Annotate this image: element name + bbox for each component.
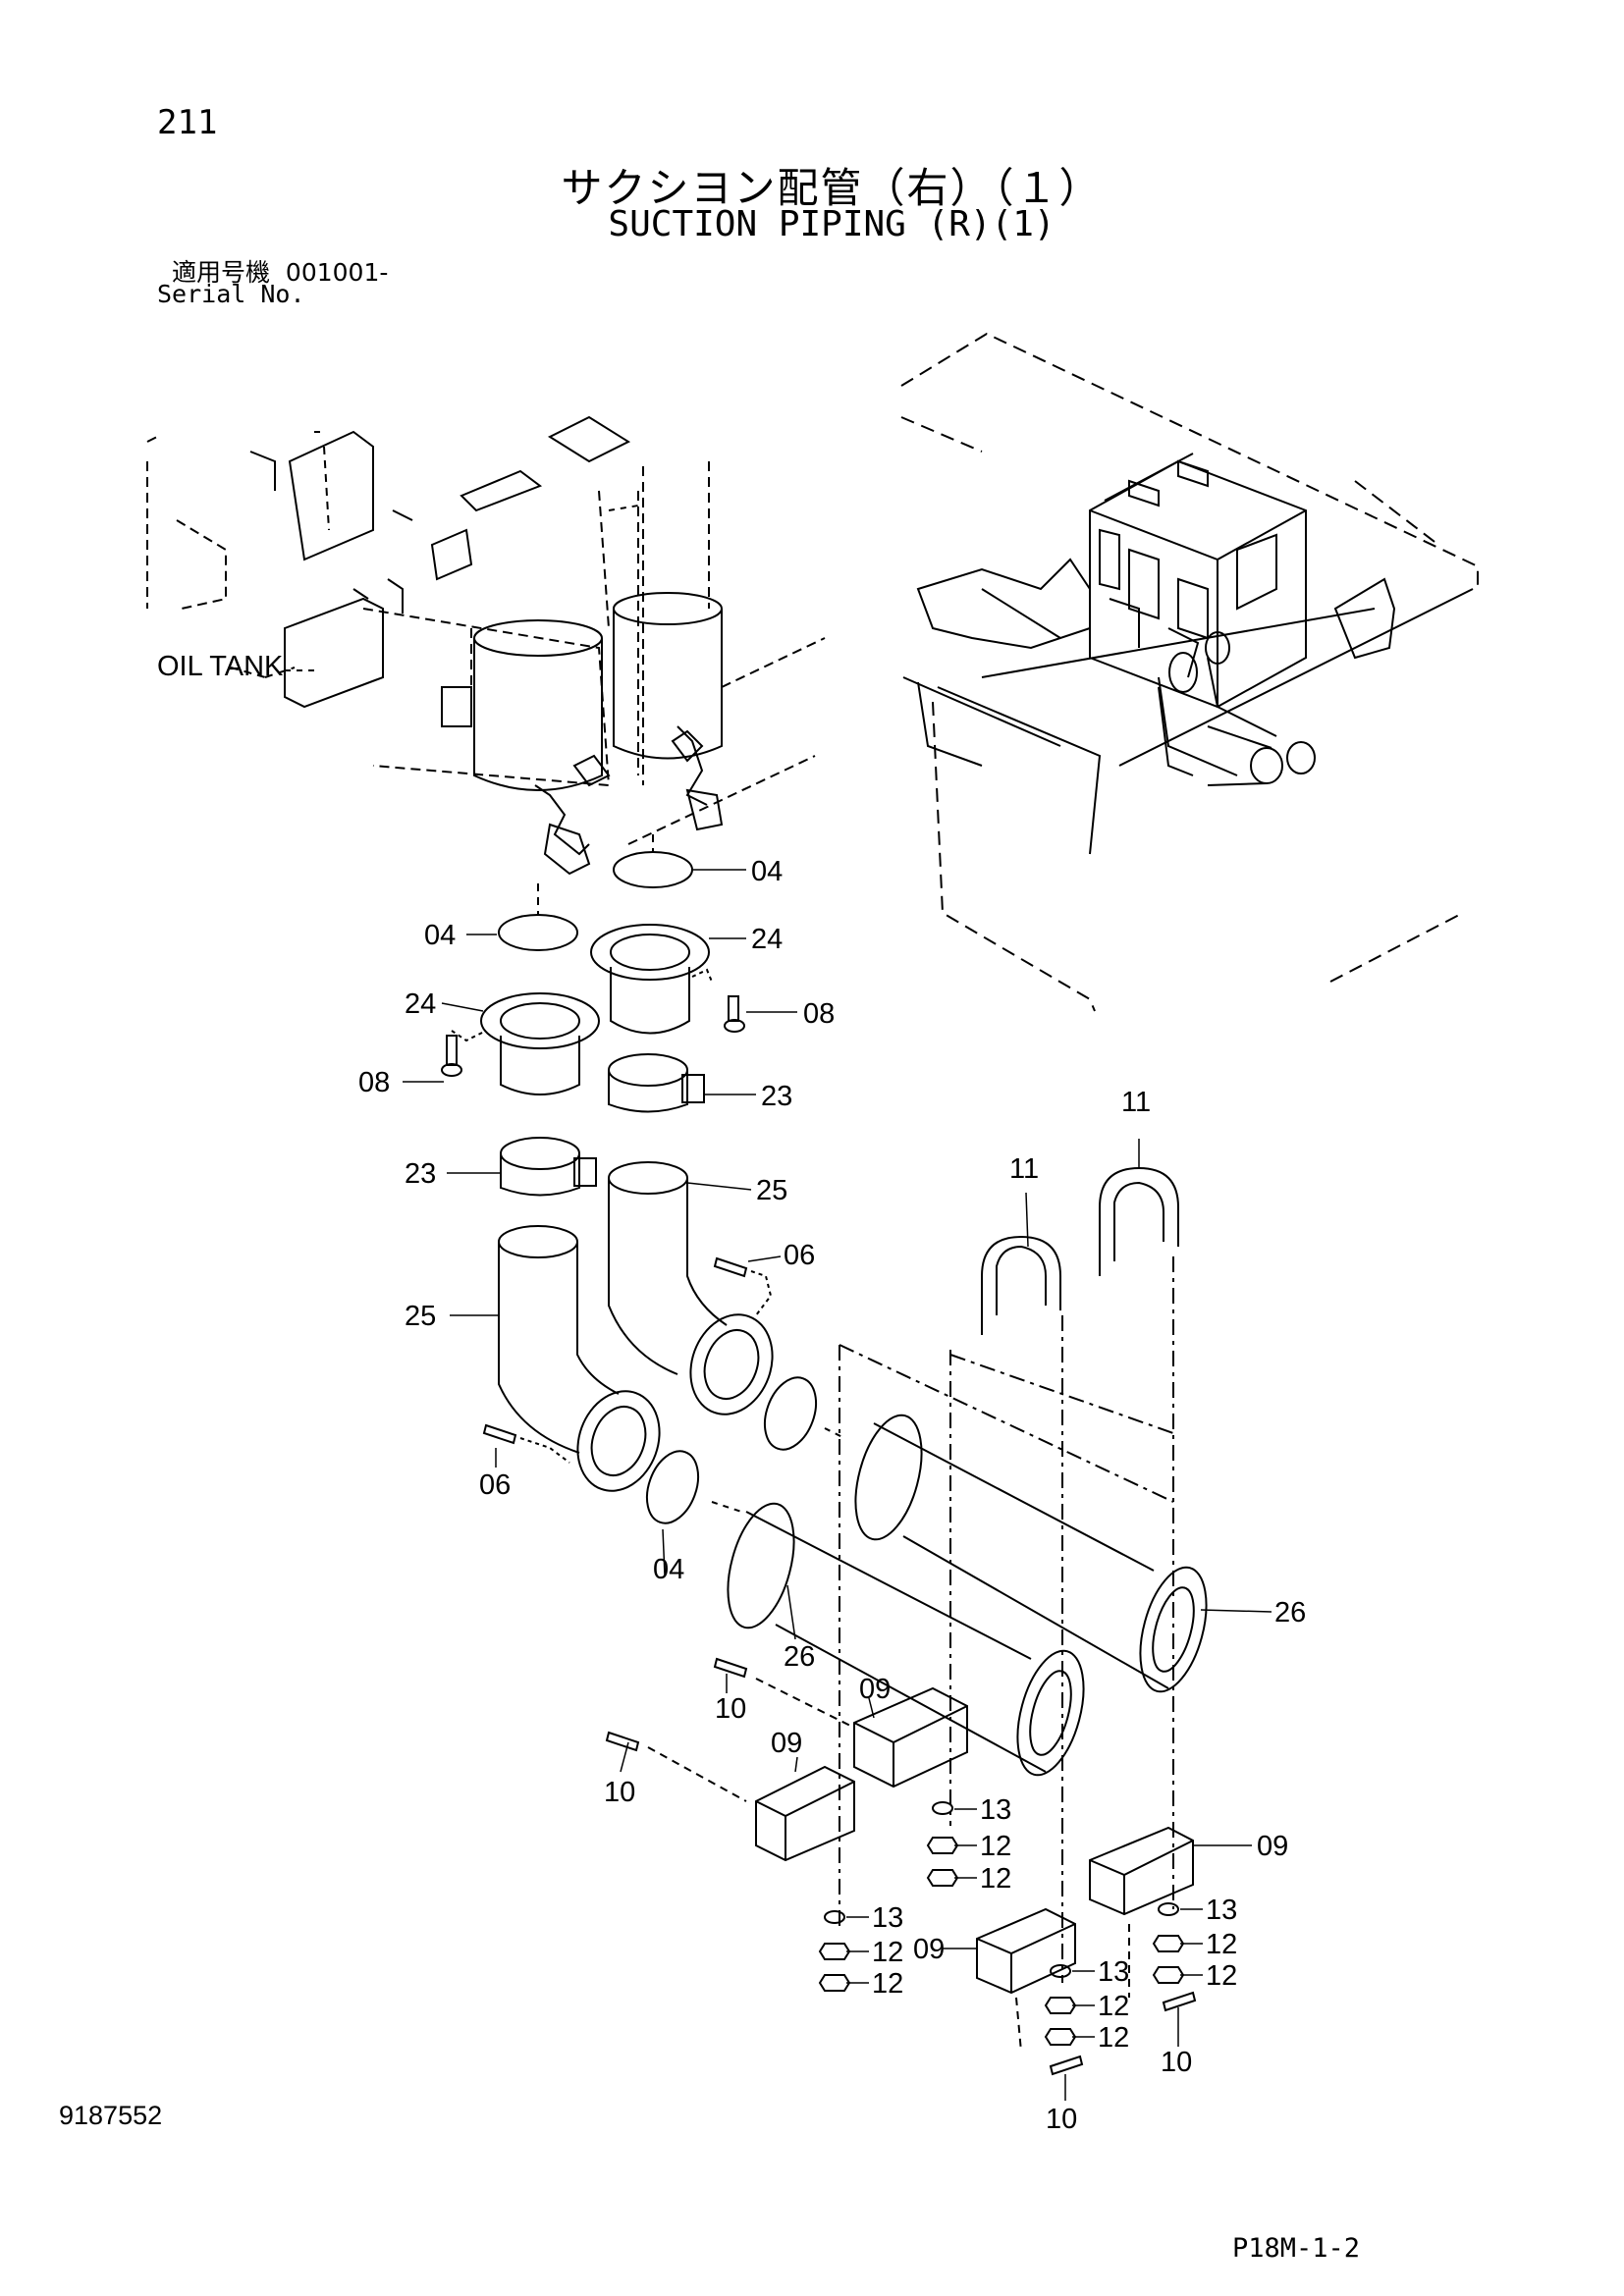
callout-12-c: 12: [872, 1937, 903, 1968]
callout-12-b: 12: [980, 1863, 1011, 1895]
callout-24-left: 24: [405, 988, 436, 1020]
callout-12-a: 12: [980, 1831, 1011, 1862]
page-number: 211: [157, 103, 218, 142]
callout-10-a: 10: [715, 1693, 746, 1725]
serial-label-jp-text: 適用号機: [172, 258, 271, 287]
callout-13-d: 13: [1098, 1956, 1129, 1988]
serial-label-english: Serial No.: [157, 280, 305, 308]
machine-overview-illustration: [900, 332, 1479, 1012]
suction-pipes-upper: [441, 834, 818, 1524]
oil-tank-label: OIL TANK: [157, 651, 284, 682]
callout-23-right: 23: [761, 1081, 792, 1112]
title-japanese: サクシヨン配管（右）（１）: [561, 164, 1103, 212]
callout-11-right: 11: [1121, 1087, 1151, 1118]
callout-26-lower: 26: [784, 1641, 815, 1673]
callout-10-c: 10: [1161, 2047, 1192, 2078]
callout-12-f: 12: [1206, 1960, 1237, 1992]
callout-12-g: 12: [1098, 1991, 1129, 2022]
suction-pipes-lower: [605, 1166, 1208, 2076]
leader-lines: [403, 869, 1272, 2101]
callout-09-b: 09: [771, 1728, 802, 1759]
callout-10-b: 10: [604, 1777, 635, 1808]
callout-13-a: 13: [980, 1794, 1011, 1826]
callout-04-lower: 04: [653, 1554, 684, 1585]
callout-24-right: 24: [751, 924, 783, 955]
callout-11-left: 11: [1009, 1153, 1039, 1185]
callout-04-left: 04: [424, 920, 456, 951]
callout-09-c: 09: [1257, 1831, 1288, 1862]
callout-09-d: 09: [913, 1934, 945, 1965]
page-code: P18M-1-2: [1232, 2233, 1361, 2264]
callout-04-upper: 04: [751, 856, 783, 887]
serial-value: 001001-: [285, 258, 389, 287]
callout-12-e: 12: [1206, 1929, 1237, 1960]
callout-08-left: 08: [358, 1067, 390, 1098]
callout-12-d: 12: [872, 1968, 903, 2000]
callout-12-h: 12: [1098, 2022, 1129, 2054]
callout-10-d: 10: [1046, 2104, 1077, 2135]
callout-25-left: 25: [405, 1301, 436, 1332]
callout-13-c: 13: [1206, 1895, 1237, 1926]
callout-09-a: 09: [859, 1674, 891, 1705]
callout-23-left: 23: [405, 1158, 436, 1190]
callout-06-left: 06: [479, 1469, 511, 1501]
title-english: SUCTION PIPING (R)(1): [608, 204, 1056, 244]
callout-26-right: 26: [1274, 1597, 1306, 1629]
callout-06-right: 06: [784, 1240, 815, 1271]
callout-25-right: 25: [756, 1175, 787, 1206]
oil-tank-illustration: [146, 415, 826, 876]
serial-label-japanese: 適用号機 001001-: [172, 253, 388, 289]
document-id: 9187552: [59, 2101, 163, 2130]
callout-13-b: 13: [872, 1902, 903, 1934]
callout-08-right: 08: [803, 998, 835, 1030]
